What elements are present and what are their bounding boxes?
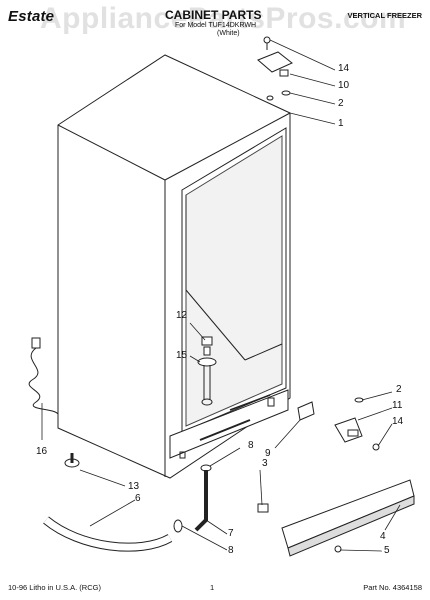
page-title: CABINET PARTS [165,8,262,22]
callout-10: 10 [338,80,350,91]
callout-1: 1 [338,118,344,129]
callout-2-top: 2 [338,98,344,109]
product-type: VERTICAL FREEZER [347,11,422,20]
toe-grille [257,479,415,557]
leader-lines [41,39,401,552]
callout-2-bottom: 2 [396,384,402,395]
callout-13: 13 [128,481,140,492]
power-cord [28,337,59,415]
callout-9: 9 [265,448,271,459]
callout-7: 7 [228,528,234,539]
model-subtitle: For Model TUF14DKRWH [175,22,257,29]
callout-11: 11 [392,400,403,411]
top-hinge [257,36,293,101]
drain-assembly [197,336,217,406]
callout-14-bottom: 14 [392,416,404,427]
watermark: AppliancePartsPros.com [40,2,407,35]
callout-6: 6 [135,493,141,504]
bottom-hinge [297,397,380,451]
callout-12: 12 [176,310,188,321]
callout-8-bottom: 8 [228,545,234,556]
litho-note: 10-96 Litho in U.S.A. (RCG) [8,583,101,592]
page-number: 1 [210,583,215,592]
callout-14-top: 14 [338,63,350,74]
callout-3: 3 [262,458,268,469]
callout-4: 4 [380,531,386,542]
brand-logo: Estate [8,8,55,25]
callout-15: 15 [176,350,188,361]
callout-5: 5 [384,545,390,556]
callout-8-top: 8 [248,440,254,451]
cabinet [57,54,291,479]
part-number: Part No. 4364158 [363,583,422,592]
callout-16: 16 [36,446,48,457]
color-variant: (White) [217,30,240,37]
